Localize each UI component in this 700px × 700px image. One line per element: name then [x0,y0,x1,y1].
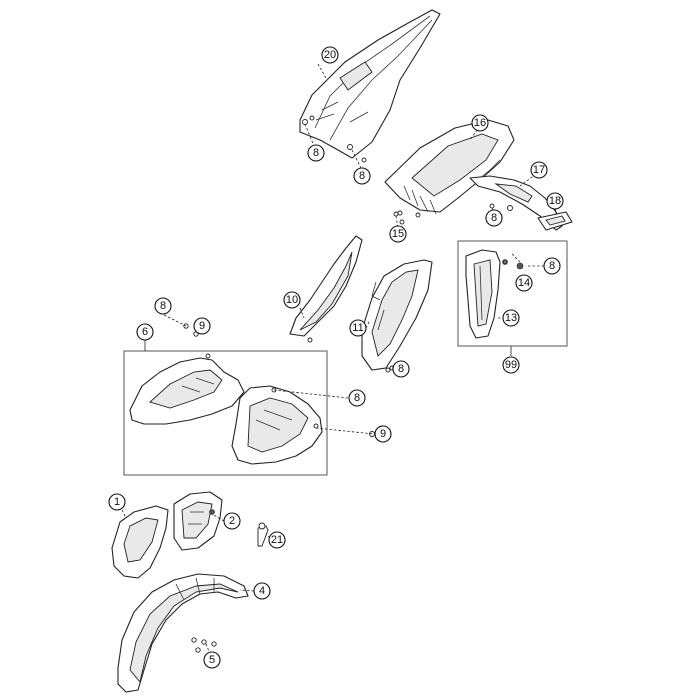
svg-text:16: 16 [474,117,486,129]
svg-text:14: 14 [518,277,530,289]
left-side-cover [289,235,363,343]
headlight-bracket [173,491,223,551]
svg-text:18: 18 [549,195,561,207]
svg-text:9: 9 [380,428,386,440]
airbox-cover [384,119,515,218]
fastener-21 [257,522,269,547]
callout-14: 14 [515,274,533,292]
callout-20: 20 [321,46,339,64]
callout-8a: 8 [307,144,325,162]
callout-8e: 8 [392,360,410,378]
callout-5: 5 [203,651,221,669]
callout-15: 15 [389,225,407,243]
callout-1: 1 [108,493,126,511]
svg-text:9: 9 [199,320,205,332]
svg-text:99: 99 [505,359,517,371]
callout-13: 13 [502,309,520,327]
svg-text:8: 8 [359,170,365,182]
callout-99: 99 [502,356,520,374]
svg-text:4: 4 [259,585,265,597]
group-6-box [123,350,328,476]
svg-text:20: 20 [324,49,336,61]
rear-bracket [469,175,563,231]
callout-4: 4 [253,582,271,600]
group-99-box [457,240,568,347]
callout-18: 18 [546,192,564,210]
right-side-cover [361,259,433,373]
callout-2: 2 [223,512,241,530]
callout-10: 10 [283,291,301,309]
license-plate-light [537,211,573,231]
group-99 [457,240,568,347]
svg-text:1: 1 [114,496,120,508]
svg-text:8: 8 [491,212,497,224]
callout-8b: 8 [353,167,371,185]
svg-text:6: 6 [142,326,148,338]
svg-text:8: 8 [398,363,404,375]
svg-text:8: 8 [160,300,166,312]
callout-16: 16 [471,114,489,132]
svg-text:15: 15 [392,228,404,240]
callout-9b: 9 [374,425,392,443]
svg-text:17: 17 [533,164,545,176]
svg-text:8: 8 [549,260,555,272]
callouts: 20 8 8 16 17 18 8 15 8 14 13 99 10 11 8 … [108,46,564,669]
svg-text:8: 8 [313,147,319,159]
callout-9a: 9 [193,317,211,335]
callout-21: 21 [268,531,286,549]
callout-17: 17 [530,161,548,179]
callout-6: 6 [136,323,154,341]
fender-screws-5 [191,637,217,653]
callout-8f: 8 [154,297,172,315]
svg-text:5: 5 [209,654,215,666]
callout-8d: 8 [543,257,561,275]
callout-8g: 8 [348,389,366,407]
svg-text:2: 2 [229,515,235,527]
rear-fender [299,9,441,159]
svg-text:11: 11 [352,322,363,334]
front-fender [117,573,249,693]
svg-text:21: 21 [271,534,283,546]
svg-text:10: 10 [286,294,298,306]
callout-8c: 8 [485,209,503,227]
svg-text:13: 13 [505,312,517,324]
callout-11: 11 [349,319,367,337]
group-6 [123,350,328,476]
svg-text:8: 8 [354,392,360,404]
headlight-mask [111,505,169,579]
